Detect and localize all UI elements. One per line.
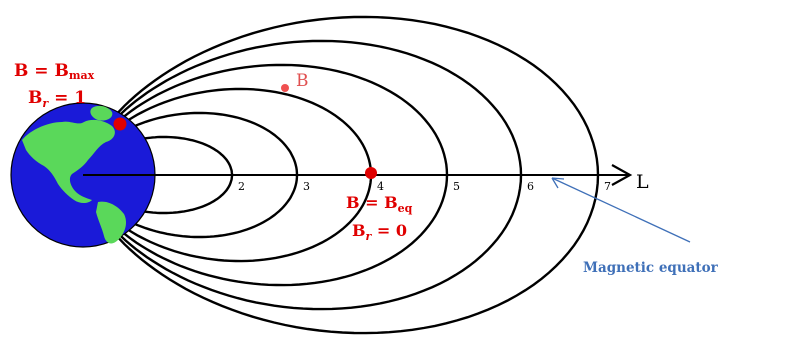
pole-bmax-label: B = Bmax bbox=[14, 61, 95, 82]
equator-pointer-line bbox=[552, 178, 690, 242]
field-point-label: B bbox=[296, 71, 309, 91]
tick-label-3: 3 bbox=[303, 180, 310, 193]
equator-marker bbox=[365, 167, 377, 179]
pole-marker bbox=[114, 118, 127, 131]
magnetic-equator-label: Magnetic equator bbox=[583, 260, 719, 276]
tick-label-4: 4 bbox=[377, 180, 384, 193]
field-point-marker bbox=[281, 84, 289, 92]
tick-label-6: 6 bbox=[527, 180, 534, 193]
tick-label-7: 7 bbox=[604, 180, 611, 193]
equator-beq-label: B = Beq bbox=[346, 193, 413, 215]
equator-br-label: Br = 0 bbox=[352, 221, 407, 243]
tick-label-5: 5 bbox=[453, 180, 460, 193]
pole-br-label: Br = 1 bbox=[28, 88, 86, 110]
l-axis: L 2 3 4 5 6 7 bbox=[83, 165, 649, 193]
axis-label: L bbox=[636, 171, 649, 193]
tick-label-2: 2 bbox=[238, 180, 245, 193]
